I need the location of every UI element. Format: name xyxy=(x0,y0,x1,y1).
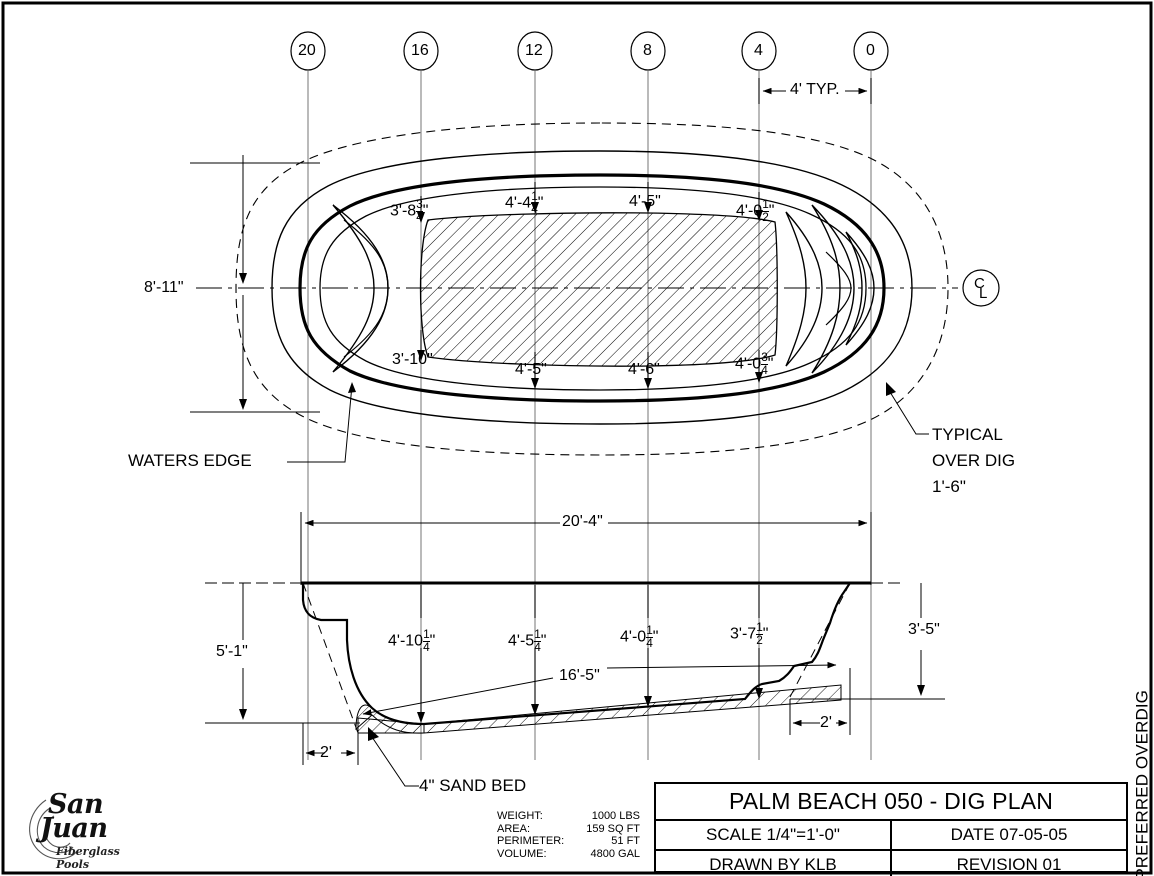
spec-value-volume: 4800 GAL xyxy=(590,847,641,860)
plan-bottom-dim-2: 4'-5" xyxy=(515,361,547,378)
sand-bed-label: 4" SAND BED xyxy=(419,776,527,795)
plan-bottom-dim-arrows xyxy=(417,330,763,389)
plan-bottom-dim-1: 3'-10" xyxy=(392,351,433,368)
title-block-row-2: DRAWN BY KLB REVISION 01 xyxy=(656,851,1126,876)
logo-tagline: Fiberglass Pools xyxy=(56,845,120,871)
plan-width-dimension xyxy=(190,155,320,413)
logo-line2: Juan xyxy=(40,813,108,844)
company-logo: San Juan Fiberglass Pools xyxy=(18,789,146,871)
deep-depth-label: 5'-1" xyxy=(216,643,248,660)
overdig-outline xyxy=(235,122,949,456)
specs-row: WEIGHT: 1000 LBS xyxy=(497,810,640,823)
overdig-leader xyxy=(889,391,929,435)
overdig-note-line3: 1'-6" xyxy=(932,477,966,496)
logo-line1: San xyxy=(48,789,104,820)
overdig-slope-left xyxy=(302,582,359,734)
overdig-left-label: 2' xyxy=(320,744,332,761)
centerline-symbol-top: C xyxy=(974,275,985,292)
plan-view xyxy=(190,122,1000,463)
specs-body: WEIGHT: 1000 LBS AREA: 159 SQ FT PERIMET… xyxy=(497,810,640,860)
section-length-label: 20'-4" xyxy=(562,513,603,530)
spec-value-perimeter: 51 FT xyxy=(611,835,641,848)
centerline-symbol xyxy=(962,269,1000,307)
spec-value-weight: 1000 LBS xyxy=(591,810,641,822)
drawn-by-cell: DRAWN BY KLB xyxy=(656,851,892,876)
station-label-0: 0 xyxy=(866,42,875,59)
overdig-note-line2: OVER DIG xyxy=(932,451,1016,470)
station-label-16: 16 xyxy=(411,42,429,59)
scale-cell: SCALE 1/4"=1'-0" xyxy=(656,821,892,849)
overdig-right-dimension xyxy=(789,668,851,735)
specs-row: AREA: 159 SQ FT xyxy=(497,823,640,836)
station-grid xyxy=(290,31,889,760)
station-label-20: 20 xyxy=(298,42,316,59)
plan-bottom-dim-3: 4'-6" xyxy=(628,361,660,378)
floor-run-label: 16'-5" xyxy=(559,667,600,684)
revision-cell: REVISION 01 xyxy=(956,855,1062,874)
sand-bed-hatch xyxy=(355,684,842,734)
plan-top-dim-3: 4'-5" xyxy=(629,193,661,210)
station-label-12: 12 xyxy=(525,42,543,59)
section-view xyxy=(205,512,945,787)
section-length-dimension xyxy=(300,512,872,585)
specs-row: PERIMETER: 51 FT xyxy=(497,835,640,848)
station-label-8: 8 xyxy=(643,42,652,59)
overdig-note-line1: TYPICAL xyxy=(932,425,1003,444)
station-label-4: 4 xyxy=(754,42,763,59)
section-depth-arrows xyxy=(417,585,763,723)
spec-label-perimeter: PERIMETER: xyxy=(497,835,565,848)
floor-run-dimension xyxy=(362,661,837,716)
waters-edge-outline xyxy=(298,173,886,403)
plan-top-dim-arrows xyxy=(417,182,763,223)
waters-edge-label: WATERS EDGE xyxy=(128,451,252,470)
right-step-3 xyxy=(845,231,875,346)
spec-label-area: AREA: xyxy=(497,822,531,835)
right-step-1 xyxy=(785,211,823,367)
overdig-slope-right xyxy=(789,582,851,698)
right-step-2 xyxy=(811,204,855,374)
date-cell: DATE 07-05-05 xyxy=(950,825,1068,844)
plan-width-label: 8'-11" xyxy=(144,279,184,296)
sheet-title: PALM BEACH 050 - DIG PLAN xyxy=(656,784,1126,821)
typ-spacing-label: 4' TYP. xyxy=(790,81,840,98)
spec-label-weight: WEIGHT: xyxy=(497,810,543,822)
deep-floor-hatch xyxy=(419,212,778,367)
typ-spacing-dimension xyxy=(758,78,872,104)
overdig-inner-line xyxy=(271,150,913,425)
specs-table: WEIGHT: 1000 LBS AREA: 159 SQ FT PERIMET… xyxy=(497,810,640,860)
spec-label-volume: VOLUME: xyxy=(497,847,547,860)
shallow-depth-label: 3'-5" xyxy=(908,621,940,638)
spec-value-area: 159 SQ FT xyxy=(586,822,641,835)
title-block: PALM BEACH 050 - DIG PLAN SCALE 1/4"=1'-… xyxy=(654,782,1128,876)
title-block-row-1: SCALE 1/4"=1'-0" DATE 07-05-05 xyxy=(656,821,1126,851)
side-note: ALL MEASUREMENTS TO WATERS EDGE - ADD PR… xyxy=(1132,690,1152,876)
overdig-right-label: 2' xyxy=(820,714,832,731)
specs-row: VOLUME: 4800 GAL xyxy=(497,848,640,861)
waters-edge-leader xyxy=(287,384,353,463)
centerline-symbol-bottom: L xyxy=(979,285,988,302)
logo-swirl xyxy=(29,799,78,860)
overdig-left-dimension xyxy=(302,723,359,765)
pool-shell-profile xyxy=(301,582,851,726)
sand-bed-leader xyxy=(371,736,419,787)
